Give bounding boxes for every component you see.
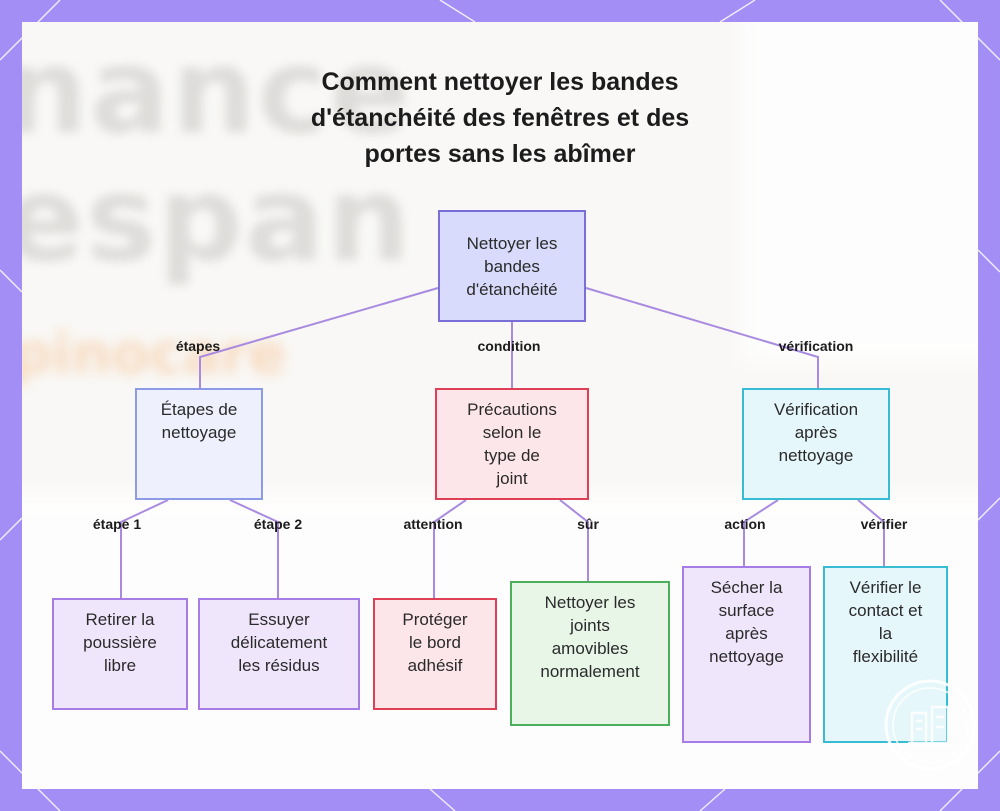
- diagram-card: nance espan pinocare Comment nettoyer le…: [22, 22, 978, 789]
- node-text: selon le: [467, 421, 557, 444]
- node-wipe: Essuyer délicatement les résidus: [198, 598, 360, 710]
- edge-verification-check: [858, 500, 884, 566]
- node-text: joints: [540, 614, 639, 637]
- node-text: le bord: [402, 631, 467, 654]
- node-dry: Sécher la surface après nettoyage: [682, 566, 811, 743]
- building-seal-icon: [882, 677, 978, 773]
- edge-label-verification: vérification: [779, 338, 854, 354]
- node-protect: Protéger le bord adhésif: [373, 598, 497, 710]
- node-text: après: [709, 622, 784, 645]
- node-text: Précautions: [467, 398, 557, 421]
- node-text: d'étanchéité: [466, 278, 557, 301]
- node-text: normalement: [540, 660, 639, 683]
- node-text: contact et: [849, 599, 923, 622]
- node-text: poussière: [83, 631, 157, 654]
- node-steps: Étapes de nettoyage: [135, 388, 263, 500]
- edge-label-action: action: [724, 516, 765, 532]
- node-text: nettoyage: [161, 421, 238, 444]
- node-root: Nettoyer les bandes d'étanchéité: [438, 210, 586, 322]
- node-text: Essuyer: [231, 608, 327, 631]
- edge-steps-remove: [121, 500, 168, 598]
- edge-label-safe: sûr: [577, 516, 599, 532]
- edge-steps-wipe: [230, 500, 278, 598]
- node-text: Sécher la: [709, 576, 784, 599]
- node-text: adhésif: [402, 654, 467, 677]
- node-text: délicatement: [231, 631, 327, 654]
- node-text: Étapes de: [161, 398, 238, 421]
- node-text: Nettoyer les: [540, 591, 639, 614]
- node-text: Vérification: [774, 398, 858, 421]
- node-precautions: Précautions selon le type de joint: [435, 388, 589, 500]
- edge-label-condition: condition: [478, 338, 541, 354]
- node-text: nettoyage: [709, 645, 784, 668]
- edge-precautions-protect: [434, 500, 466, 598]
- edge-label-step1: étape 1: [93, 516, 141, 532]
- node-text: Protéger: [402, 608, 467, 631]
- node-verification: Vérification après nettoyage: [742, 388, 890, 500]
- node-text: Nettoyer les: [466, 232, 557, 255]
- node-text: après: [774, 421, 858, 444]
- node-text: flexibilité: [849, 645, 923, 668]
- edge-label-attention: attention: [403, 516, 462, 532]
- node-text: type de: [467, 444, 557, 467]
- node-text: les résidus: [231, 654, 327, 677]
- node-text: surface: [709, 599, 784, 622]
- node-text: Vérifier le: [849, 576, 923, 599]
- node-text: amovibles: [540, 637, 639, 660]
- edge-label-verify: vérifier: [861, 516, 908, 532]
- node-remove-dust: Retirer la poussière libre: [52, 598, 188, 710]
- node-text: Retirer la: [83, 608, 157, 631]
- node-text: la: [849, 622, 923, 645]
- node-removable: Nettoyer les joints amovibles normalemen…: [510, 581, 670, 726]
- node-text: bandes: [466, 255, 557, 278]
- node-text: nettoyage: [774, 444, 858, 467]
- edge-root-steps: [200, 288, 438, 388]
- edge-label-step2: étape 2: [254, 516, 302, 532]
- node-text: joint: [467, 467, 557, 490]
- edge-label-steps: étapes: [176, 338, 220, 354]
- node-text: libre: [83, 654, 157, 677]
- edge-precautions-removable: [560, 500, 588, 581]
- edge-verification-dry: [744, 500, 778, 566]
